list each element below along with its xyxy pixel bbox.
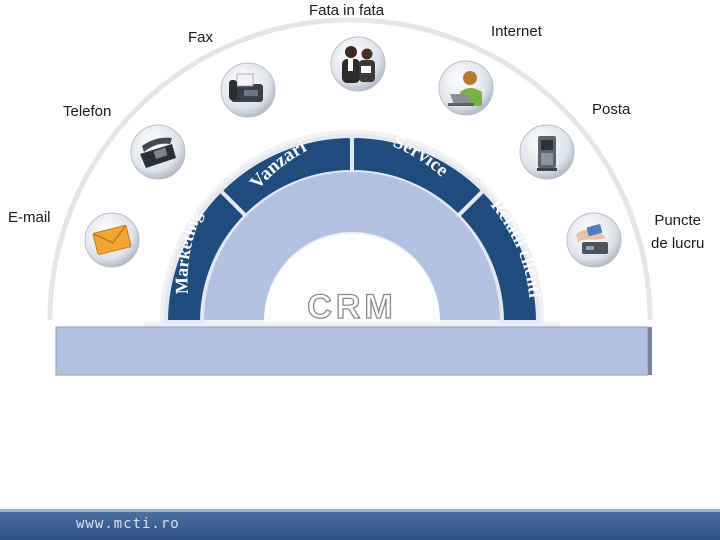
mailbox-icon [519,124,575,180]
footer-divider [0,509,720,512]
channel-label-internet: Internet [491,23,542,40]
crm-label: CRM [307,288,396,326]
segment-ring [163,133,541,324]
business-people-icon [330,36,386,92]
outer-arc [47,17,653,321]
woman-laptop-icon [438,60,494,116]
fax-machine-icon [220,62,276,118]
channel-label-posta: Posta [592,101,631,118]
base-band-shadow [648,327,652,375]
channel-label-fax: Fax [188,29,214,46]
channel-label-fata-in-fata: Fata in fata [309,2,385,19]
channel-label-telefon: Telefon [63,103,112,120]
telephone-icon [130,124,186,180]
segment-relatii [455,187,541,324]
footer-bar [0,512,720,540]
inner-band [204,172,500,320]
center-disc [264,234,440,322]
channel-label-puncte-de-lucru: Puncte de lucru [651,212,705,252]
footer-url: www.mcti.ro [76,516,180,532]
channel-label-email: E-mail [8,209,51,226]
base-band [55,326,649,376]
hand-card-icon [566,212,622,268]
envelope-icon [84,212,140,268]
